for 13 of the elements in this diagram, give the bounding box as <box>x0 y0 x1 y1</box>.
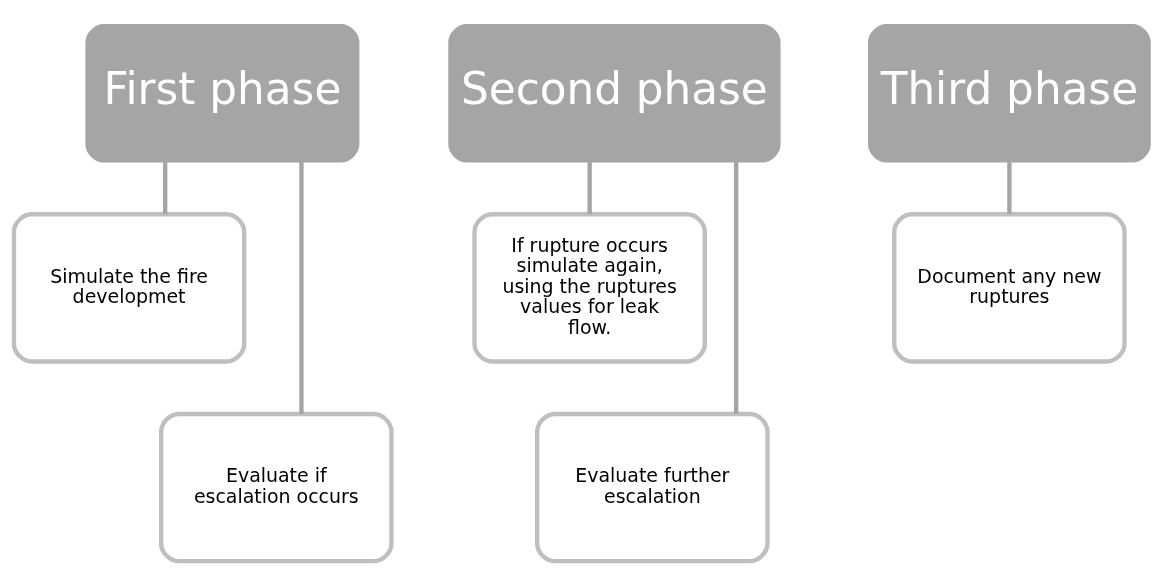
node-box: Evaluate if escalation occurs <box>158 411 394 564</box>
node-box: Document any new ruptures <box>892 212 1127 364</box>
node-box: First phase <box>85 24 360 163</box>
node-box: Evaluate further escalation <box>535 411 770 564</box>
connector <box>299 162 304 414</box>
connector <box>1007 161 1012 214</box>
connector <box>587 161 592 214</box>
node-box: Simulate the fire developmet <box>11 212 247 364</box>
connector <box>163 161 168 214</box>
node-box: Second phase <box>448 24 781 163</box>
node-box: If rupture occurs simulate again, using the ruptures values for leak flow. <box>472 212 707 364</box>
node-box: Third phase <box>868 24 1151 163</box>
connector <box>733 162 739 414</box>
